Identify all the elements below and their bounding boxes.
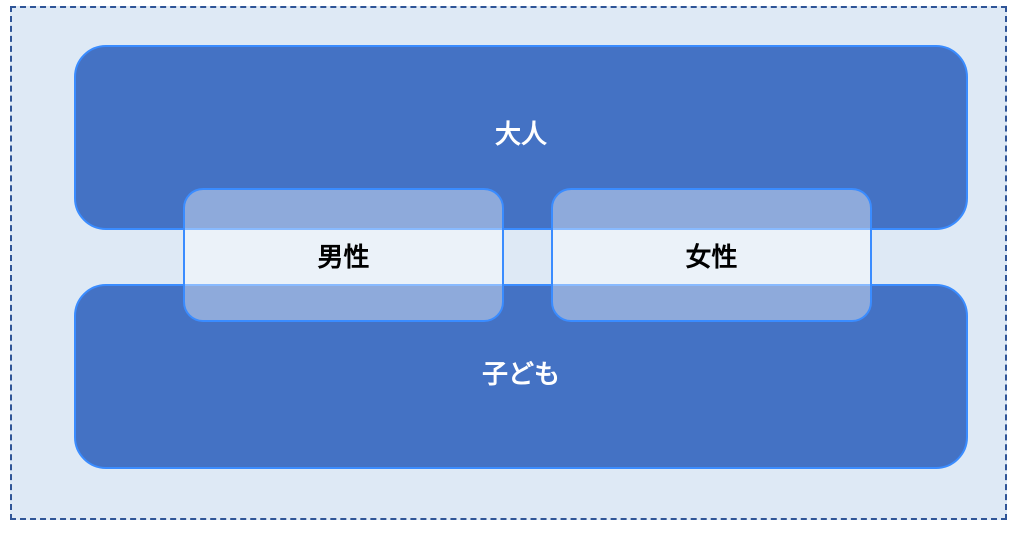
female-label: 女性 [685,242,738,273]
child-group-box: 子ども [74,284,968,469]
adult-label: 大人 [494,120,547,150]
male-label: 男性 [317,242,370,273]
female-category-box: 女性 [551,188,872,322]
adult-group-box: 大人 [74,45,968,230]
male-category-box: 男性 [183,188,504,322]
child-label: 子ども [481,360,560,390]
